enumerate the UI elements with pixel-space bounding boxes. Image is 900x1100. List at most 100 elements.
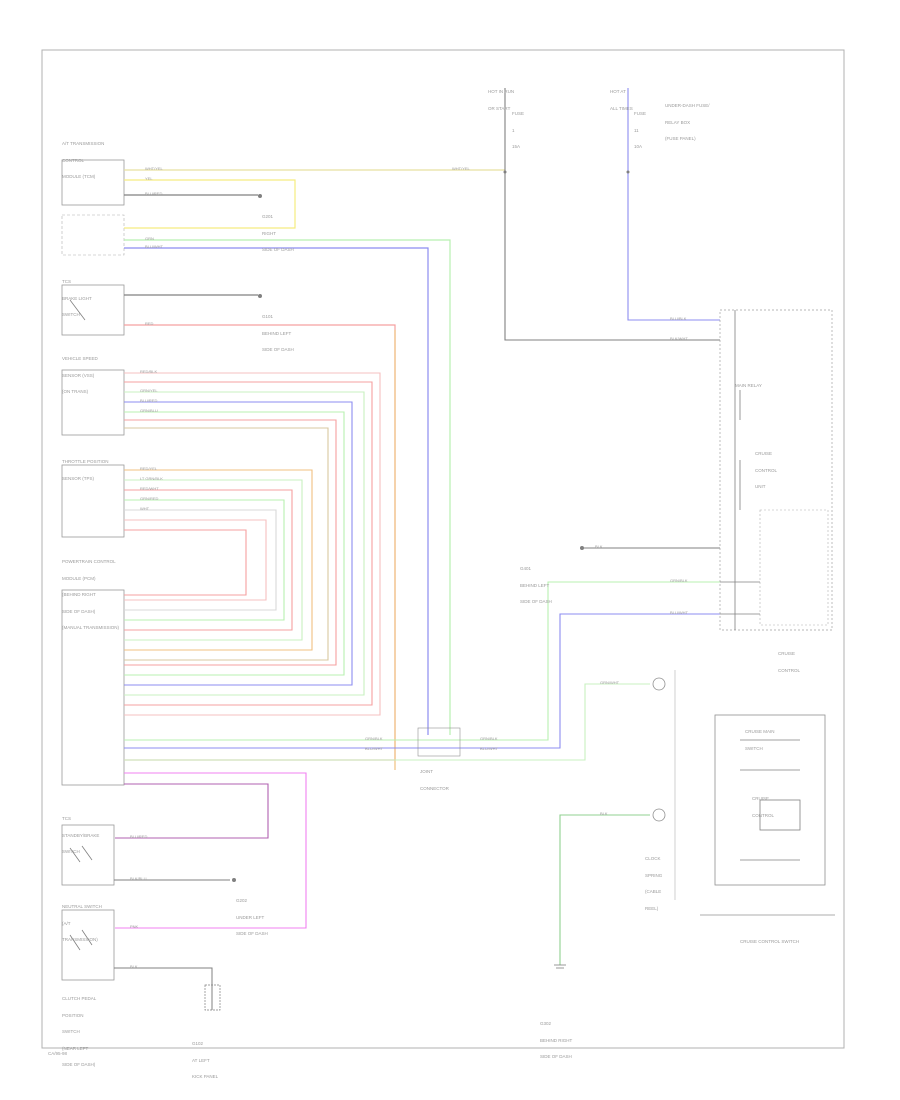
pcm-line-4: SIDE OF DASH) [62,608,96,614]
g102-line-2: AT LEFT [192,1057,210,1063]
label-neutral: NEUTRAL SWITCH (A/T TRANSMISSION) [62,893,102,948]
neutral-line-1: NEUTRAL SWITCH [62,904,102,909]
label-cruise-main: CRUISE MAIN SWITCH [745,718,775,757]
tcs-line-3: SWITCH [62,849,80,854]
wire-ground-bottom [114,967,213,1010]
label-clock-spring: CLOCK SPRING (CABLE REEL) [645,845,662,917]
tcs-box [61,824,115,886]
clock-line-4: REEL) [645,905,659,911]
brake-line-1: TCS [62,279,71,284]
wire-label-22: BLU/WHT [365,746,383,751]
g201-line-1: G201 [262,214,274,219]
pcm-box [61,589,125,786]
wire-label-9: BLU/RED [140,398,158,403]
fuse-tr-line-2: ALL TIMES [610,105,633,111]
fuse-desc-line-2: RELAY BOX [665,119,691,125]
g202-line-1: G202 [236,898,248,903]
label-fuse1: FUSE 1 15A [512,100,524,155]
label-cruise-control-switch: CRUISE CONTROL SWITCH [740,928,799,950]
joint-line-1: JOINT [420,769,433,774]
tcm-box-lower [61,214,125,256]
wire-label-21: GRN/BLK [365,736,383,741]
wire-group-yellow [124,169,505,229]
label-cruise-set: CRUISE CONTROL [752,785,774,824]
vss-line-2: SENSOR (VSS) [62,372,95,378]
fuse2-line-2: 11 [634,127,639,133]
wire-label-17: BLU/BLK [670,316,687,321]
cruise-unit-line-1: CRUISE [778,651,796,656]
neutral-line-2: (A/T [62,920,71,926]
switch-symbols [69,299,93,951]
pcm-line-2: MODULE (PCM) [62,575,96,581]
brake-line-2: BRAKE LIGHT [62,295,92,301]
neutral-line-3: TRANSMISSION) [62,937,98,942]
wire-label-6: RED [145,321,154,326]
wire-label-8: GRN/YEL [140,388,158,393]
clutch-line-2: POSITION [62,1012,84,1018]
wire-label-19: GRN/BLK [480,736,498,741]
label-footer: CA/95-98 [48,1040,67,1062]
g302-line-3: SIDE OF DASH [540,1054,572,1059]
wire-group-power [503,88,720,341]
wire-label-5: BLU/WHT [145,244,163,249]
cruise-unit-line-2: CONTROL [778,667,801,673]
clutch-line-4: (NEAR LEFT [62,1045,89,1051]
fuse-tl-line-2: OR START [488,105,511,111]
brake-line-3: SWITCH [62,312,80,317]
cruise-set-line-1: CRUISE [752,796,770,801]
footer-text: CA/95-98 [48,1051,68,1056]
neutral-box [61,909,115,981]
sub-relay-line-1: CRUISE [755,451,773,456]
g101-line-3: SIDE OF DASH [262,347,294,352]
fuse1-line-1: FUSE [512,111,525,116]
label-g202: G202 UNDER LEFT SIDE OF DASH [236,887,268,942]
g401-line-1: G401 [520,566,532,571]
cruise-unit-lines [720,310,760,630]
label-fuse-desc: UNDER-DASH FUSE/ RELAY BOX (FUSE PANEL) [665,92,710,147]
label-sub-relay: CRUISE CONTROL UNIT [755,440,777,495]
wire-label-11: RED/YEL [140,466,158,471]
g302-line-1: G302 [540,1021,552,1026]
wire-group-right [460,547,720,749]
g202-line-2: UNDER LEFT [236,914,265,920]
clutch-line-5: SIDE OF DASH) [62,1062,96,1067]
clock-line-1: CLOCK [645,856,661,861]
cruise-main-line-2: SWITCH [745,745,763,751]
clock-spring-connector-2 [652,808,666,822]
wire-label-2: YEL [145,176,153,181]
g101-line-2: BEHIND LEFT [262,330,292,336]
wire-label-23: GRN/WHT [600,680,620,685]
label-fuse-top-right: HOT AT ALL TIMES [610,78,633,117]
wire-label-14: GRN/RED [140,496,159,501]
label-g201: G201 RIGHT SIDE OF DASH [262,203,294,258]
label-tcs: TCS STANDBY/BRAKE SWITCH [62,805,99,860]
clutch-line-3: SWITCH [62,1029,80,1034]
g201-line-3: SIDE OF DASH [262,247,294,252]
wire-label-4: GRN [145,236,154,241]
pcm-line-5: (MANUAL TRANSMISSION) [62,625,120,630]
fuse-tr-line-1: HOT AT [610,89,626,94]
wire-label-31: BLU/WHT [670,610,688,615]
cruise-switch-symbols [740,739,801,861]
label-g102: G102 AT LEFT KICK PANEL [192,1030,218,1085]
tps-box [61,464,125,538]
wire-label-25: BLU/RED [130,834,148,839]
label-main-relay: MAIN RELAY [735,372,762,394]
g102-line-3: KICK PANEL [192,1074,219,1079]
tcm-box [61,159,125,206]
fuse1-line-3: 15A [512,144,521,149]
main-relay-line-1: MAIN RELAY [735,383,762,388]
g401-line-2: BEHIND LEFT [520,582,550,588]
vss-line-3: (ON TRANS) [62,389,89,394]
wire-label-12: LT GRN/BLK [140,476,163,481]
wire-group-tps [124,469,313,651]
sub-relay-line-2: CONTROL [755,467,778,473]
label-clutch: CLUTCH PEDAL POSITION SWITCH (NEAR LEFT … [62,985,96,1073]
tcs-line-2: STANDBY/BRAKE [62,832,100,838]
cruise-set-line-2: CONTROL [752,812,775,818]
fuse-tl-line-1: HOT IN RUN [488,89,515,94]
brake-switch-box [61,284,125,336]
tcm-line-1: A/T TRANSMISSION [62,141,105,146]
tcm-line-3: MODULE (TCM) [62,174,96,179]
